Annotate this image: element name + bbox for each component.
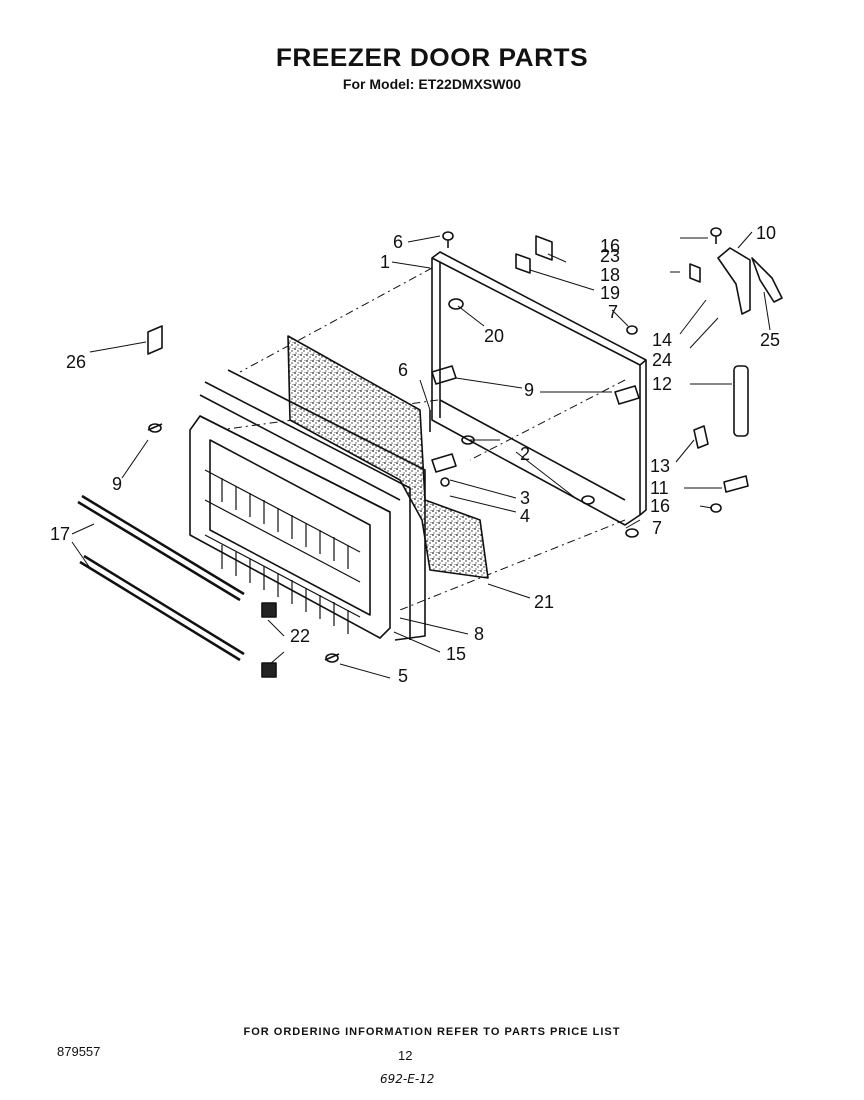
callout-16-top: 16 bbox=[600, 236, 620, 256]
callout-23: 23 bbox=[600, 246, 620, 266]
callout-18: 18 bbox=[600, 265, 620, 285]
callout-6-top: 6 bbox=[393, 232, 403, 252]
callout-11: 11 bbox=[650, 478, 669, 498]
callout-1: 1 bbox=[380, 252, 390, 272]
callout-26: 26 bbox=[66, 352, 86, 372]
callout-16-bottom: 16 bbox=[650, 496, 670, 516]
callout-24: 24 bbox=[652, 350, 672, 370]
callout-numbers: 6 1 16 10 23 18 19 7 20 14 24 25 26 6 9 … bbox=[50, 223, 780, 686]
callout-4: 3 bbox=[520, 488, 530, 508]
callout-21: 21 bbox=[534, 592, 554, 612]
outer-door-panel bbox=[431, 251, 647, 526]
fasteners bbox=[147, 227, 722, 663]
callout-2: 2 bbox=[520, 444, 530, 464]
callout-14: 14 bbox=[652, 330, 672, 350]
door-rails bbox=[77, 494, 245, 662]
rail-caps bbox=[261, 602, 277, 678]
callout-22: 22 bbox=[290, 626, 310, 646]
handle-assembly bbox=[693, 247, 783, 493]
bracket bbox=[147, 325, 163, 355]
handwritten-code: 692-E-12 bbox=[380, 1072, 435, 1086]
callout-17: 17 bbox=[50, 524, 70, 544]
callout-9-left: 9 bbox=[112, 474, 122, 494]
callout-10: 10 bbox=[756, 223, 776, 243]
callout-8: 8 bbox=[474, 624, 484, 644]
door-shelves bbox=[204, 469, 361, 634]
callout-5: 4 bbox=[520, 506, 530, 526]
leader-lines bbox=[71, 231, 771, 679]
document-part-number: 879557 bbox=[57, 1044, 101, 1059]
rating-plates bbox=[515, 235, 701, 283]
callout-12: 12 bbox=[652, 374, 672, 394]
callout-7-bottom: 7 bbox=[652, 518, 662, 538]
page-title: FREEZER DOOR PARTS bbox=[275, 44, 589, 72]
callout-19: 19 bbox=[600, 283, 620, 303]
callout-3: 9 bbox=[524, 380, 534, 400]
door-liner bbox=[189, 369, 426, 641]
callout-15: 15 bbox=[446, 644, 466, 664]
door-insulation bbox=[287, 335, 489, 579]
ordering-info-note: FOR ORDERING INFORMATION REFER TO PARTS … bbox=[243, 1026, 621, 1038]
callout-13: 13 bbox=[650, 456, 670, 476]
model-subtitle: For Model: ET22DMXSW00 bbox=[342, 76, 522, 92]
callout-25: 25 bbox=[760, 330, 780, 350]
callout-20: 20 bbox=[484, 326, 504, 346]
page-number: 12 bbox=[398, 1048, 413, 1063]
callout-7-top: 7 bbox=[608, 302, 618, 322]
callout-6-mid: 6 bbox=[398, 360, 408, 380]
callout-9-bottom: 5 bbox=[398, 666, 408, 686]
